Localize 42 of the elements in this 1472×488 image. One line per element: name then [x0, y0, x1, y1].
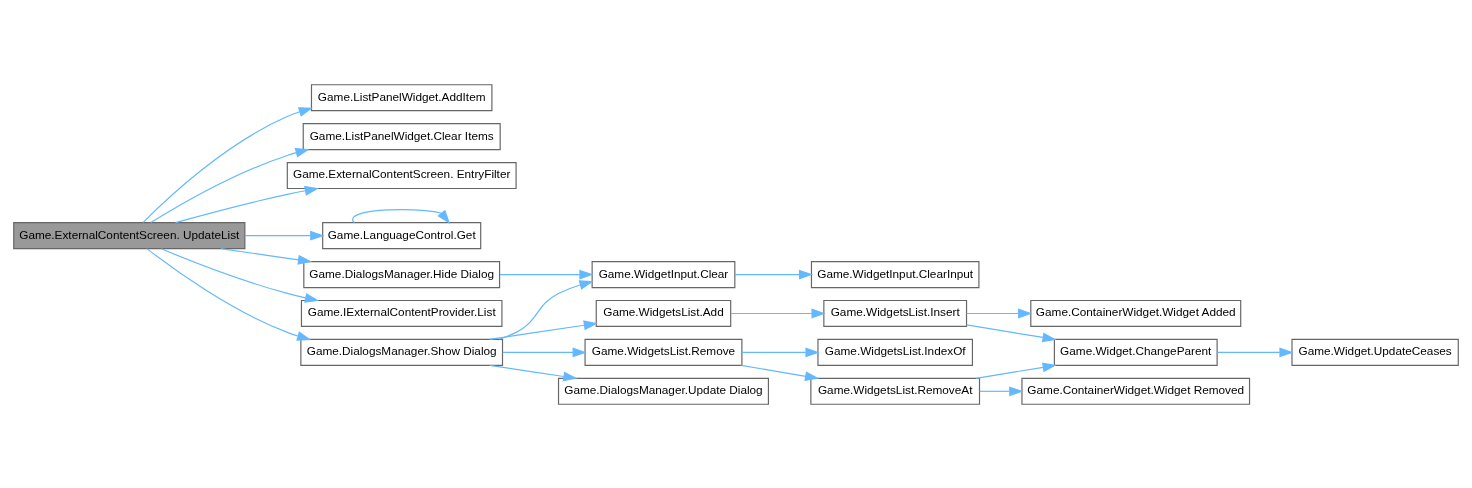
arrow	[160, 247, 320, 303]
arrow	[965, 323, 1057, 342]
arrow	[489, 319, 598, 340]
node-box: Game.WidgetsList.Remove	[584, 338, 743, 366]
arrow	[979, 385, 1024, 396]
node-box: Game.ContainerWidget.Widget Removed	[1021, 377, 1251, 405]
arrow	[352, 208, 451, 224]
arrow	[499, 269, 594, 280]
node-box: Game.WidgetInput.ClearInput	[810, 260, 980, 288]
arrow	[142, 106, 313, 223]
arrow	[1216, 346, 1294, 357]
node-box: Game.ExternalContentScreen. EntryFilter	[286, 161, 517, 189]
node-box: Game.IExternalContentProvider.List	[300, 299, 503, 327]
node-box: Game.DialogsManager.Hide Dialog	[303, 260, 501, 288]
node-box: Game.DialogsManager.Update Dialog	[557, 377, 769, 405]
node-box: Game.ListPanelWidget.Clear Items	[302, 122, 501, 150]
node-box: Game.LanguageControl.Get	[322, 221, 482, 249]
node-box: Game.WidgetsList.Insert	[823, 299, 968, 327]
arrow	[740, 364, 820, 381]
node-box: Game.WidgetInput.Clear	[591, 260, 736, 288]
arrow	[734, 269, 814, 280]
node-box: Game.ListPanelWidget.AddItem	[310, 83, 493, 111]
node-box: Game.WidgetsList.RemoveAt	[810, 377, 981, 405]
node-box: Game.DialogsManager.Show Dialog	[300, 338, 504, 366]
arrow	[174, 185, 319, 223]
node-box: Game.ExternalContentScreen. UpdateList	[13, 221, 246, 249]
arrow	[502, 346, 587, 357]
node-box: Game.WidgetsList.Add	[595, 299, 732, 327]
arrow	[730, 308, 826, 318]
arrow	[244, 230, 325, 241]
arrow	[146, 247, 312, 341]
arrow	[741, 346, 820, 357]
arrow	[975, 362, 1057, 379]
node-box: Game.Widget.ChangeParent	[1053, 338, 1218, 366]
arrow	[150, 147, 310, 223]
node-box: Game.ContainerWidget.Widget Added	[1030, 299, 1242, 327]
arrow	[220, 247, 313, 265]
node-box: Game.WidgetsList.IndexOf	[817, 338, 973, 366]
node-box: Game.Widget.UpdateCeases	[1291, 338, 1459, 366]
arrow	[965, 308, 1033, 318]
arrow	[489, 364, 578, 381]
arrow	[498, 279, 594, 340]
